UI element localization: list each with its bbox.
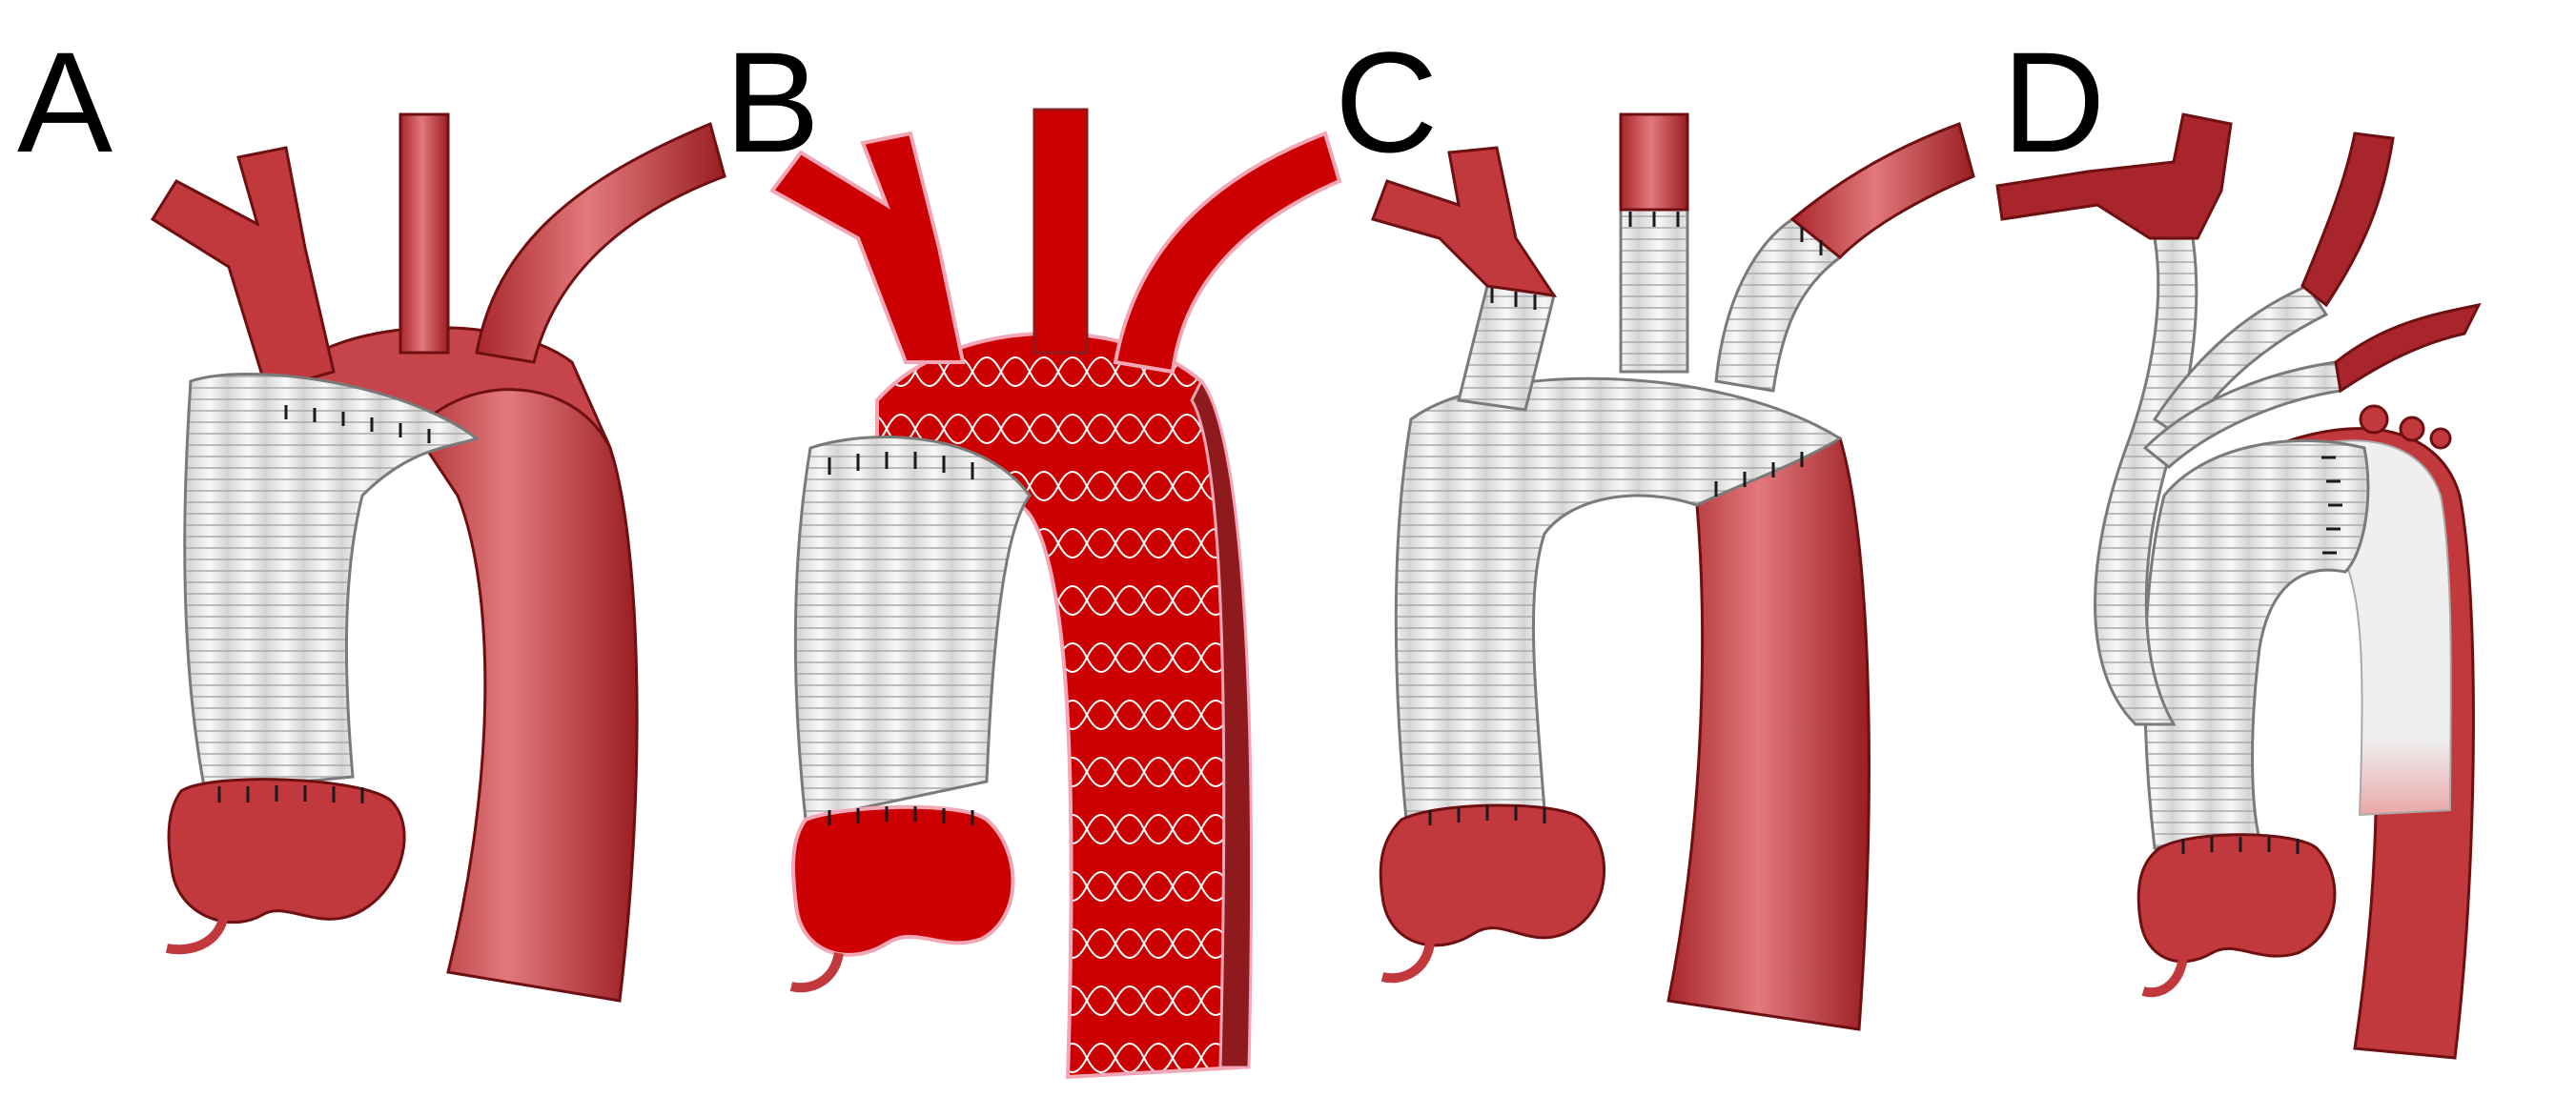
left-carotid-artery	[399, 112, 450, 355]
brachiocephalic-artery	[769, 131, 966, 364]
left-subclavian-artery	[2334, 302, 2482, 394]
coronary-artery	[166, 913, 229, 955]
left-subclavian-artery	[1789, 122, 1975, 260]
aortic-root	[1379, 803, 1606, 947]
ascending-graft	[793, 435, 1032, 822]
descending-aorta	[1666, 437, 1871, 1031]
coronary-artery	[1380, 942, 1435, 984]
left-carotid-artery	[1619, 112, 1689, 212]
aortic-root	[791, 804, 1015, 957]
total-arch-graft	[1394, 376, 1843, 822]
left-carotid-artery	[1032, 108, 1089, 355]
aortic-root	[2136, 833, 2337, 964]
suture-line	[828, 452, 974, 825]
suture-line	[2181, 456, 2342, 854]
vascular-clip-2	[2399, 416, 2425, 442]
suture-line	[1428, 212, 1823, 825]
left-subclavian-artery	[1113, 131, 1342, 375]
branch-graft-2	[1619, 208, 1689, 374]
coronary-artery	[789, 951, 844, 993]
elephant-trunk-graft	[2286, 439, 2452, 817]
brachiocephalic-artery	[1371, 146, 1558, 297]
panel-c-illustration	[1371, 112, 1975, 1031]
coronary-artery	[2141, 956, 2188, 998]
vascular-clip-1	[2359, 404, 2389, 435]
suture-line	[217, 405, 431, 803]
brachiocephalic-artery	[1995, 112, 2233, 240]
panel-a-illustration	[150, 112, 726, 1003]
left-carotid-artery	[2300, 132, 2395, 308]
panel-label-b: B	[725, 22, 821, 182]
brachiocephalic-artery	[150, 146, 336, 393]
bypass-branch-1	[2152, 284, 2329, 441]
panel-label-d: D	[2002, 22, 2106, 182]
panel-b-illustration	[769, 108, 1342, 1080]
panel-label-c: C	[1335, 22, 1439, 182]
left-subclavian-artery	[475, 121, 726, 364]
ascending-graft	[183, 373, 480, 793]
ascending-graft	[2143, 438, 2370, 850]
panel-d-illustration	[1995, 112, 2482, 1060]
vascular-clip-3	[2429, 427, 2452, 450]
descending-aorta	[399, 365, 639, 1003]
descending-wall	[1190, 378, 1254, 1069]
panel-label-a: A	[17, 22, 113, 182]
aortic-root	[167, 778, 406, 924]
